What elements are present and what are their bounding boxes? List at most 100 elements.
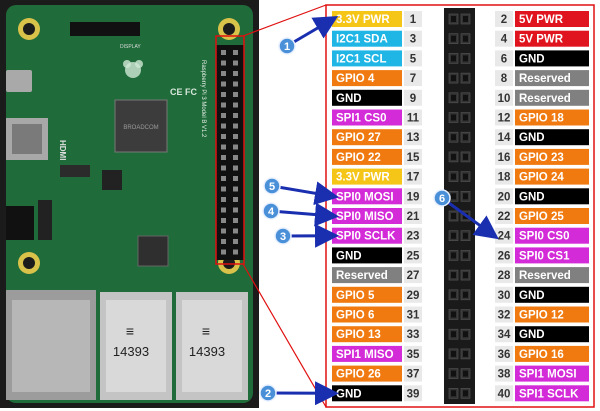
pin-label: GPIO 22 [336,152,381,164]
chip-logo: BROADCOM [123,125,158,131]
pin-label-box [515,247,589,264]
pin-label: SPI0 MOSI [336,191,394,203]
board-pin [221,60,226,66]
pin-label-box [332,30,402,47]
pin-number-box [495,129,513,146]
pin-label-box [332,267,402,284]
board-pin [221,92,226,97]
pin-number: 31 [407,310,420,322]
pin-label: SPI1 CS0 [336,113,387,125]
board-pin [221,207,226,213]
board-pin [221,50,226,55]
callout-arrow [441,196,499,240]
pin-number: 5 [410,53,417,65]
pin-label-box [515,385,589,402]
pin-number: 17 [407,172,420,184]
board-pin [221,197,226,202]
svg-text:≡: ≡ [202,323,210,339]
pin-number: 36 [498,349,511,361]
pin-label: GND [519,329,545,341]
callout-2: 2 [259,381,339,406]
projection-line-top [242,4,327,37]
pin-number-box [495,326,513,343]
usb-label-1: 14393 [113,344,149,359]
pin-number: 1 [410,14,417,26]
pin-number: 6 [501,53,507,65]
pin-label-box [332,208,402,224]
pin-label-box [515,267,589,284]
board-pin [233,165,238,171]
pin-number-box [404,109,422,126]
pin-label-box [515,306,589,323]
callout-bubble [262,202,280,220]
pin-number-box [495,247,513,264]
callout-3: 3 [274,223,339,248]
board-pin [221,249,226,255]
right-pin-row-6: GND 6 [460,50,589,67]
pin-number-box [404,30,422,47]
pin-number-box [404,326,422,343]
display-connector [70,22,140,36]
pin-number-box [404,129,422,146]
pin-label: GPIO 24 [519,172,564,184]
pin-number-box [404,306,422,323]
pin-label: 5V PWR [519,34,564,46]
board-pin [233,186,238,192]
pin-number-box [495,148,513,165]
callout-number: 4 [268,206,275,218]
pin-number-box [495,227,513,244]
pin-label-box [332,50,402,67]
callout-5: 5 [263,177,339,206]
projection-line-bottom [242,263,327,408]
pin-label-box [515,208,589,224]
board-pin [233,113,238,118]
board-pin [233,71,238,76]
pin-number: 32 [498,310,511,322]
callout-arrow [270,202,339,227]
model-label: Raspberry Pi 3 Model B V1.2 [200,60,206,138]
pin-label: GND [519,290,545,302]
callout-1: 1 [278,15,339,55]
pin-label: GND [519,191,545,203]
pin-label: GND [519,53,545,65]
pin-number-box [495,385,513,402]
board-pin [221,155,226,160]
pin-number-box [404,188,422,205]
pin-number: 27 [407,270,420,282]
pin-label: SPI0 CS0 [519,231,570,243]
board-pin [233,228,238,234]
pin-label: SPI1 MISO [336,349,394,361]
board-pin [233,218,238,223]
pin-label: GPIO 13 [336,329,381,341]
callout-bubble [263,177,281,195]
pin-label-box [332,129,402,146]
callout-bubble [274,227,292,245]
board-pin [221,113,226,118]
pin-number: 3 [410,34,416,46]
board-pin [221,165,226,171]
pin-number: 15 [407,152,420,164]
pin-number: 39 [407,388,420,400]
pin-label: 3.3V PWR [336,172,390,184]
board-pin [221,176,226,181]
board-pin [221,228,226,234]
callout-arrow [286,15,339,48]
pin-number: 37 [407,369,420,381]
pin-label: GPIO 27 [336,132,381,144]
board-pin [221,102,226,108]
board-pin [233,102,238,108]
pin-label: GND [519,132,545,144]
pin-label-box [515,70,589,87]
